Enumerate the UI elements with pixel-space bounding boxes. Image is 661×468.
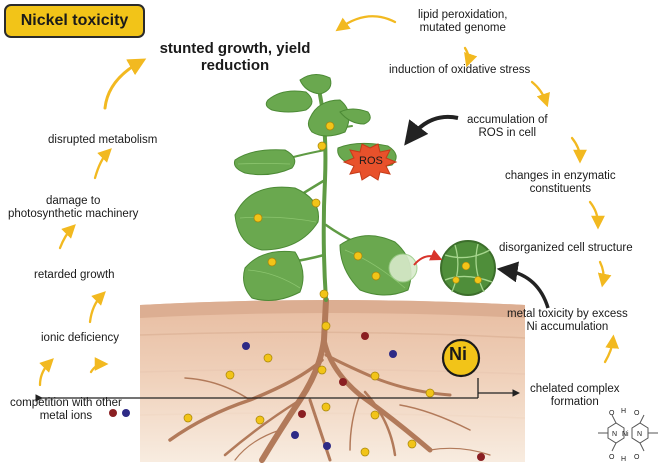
ros-burst	[342, 143, 398, 181]
label-enzymatic-changes: changes in enzymatic constituents	[505, 170, 616, 196]
label-line: photosynthetic machinery	[8, 208, 139, 220]
chelate-atom: O	[609, 454, 615, 461]
label-line: constituents	[529, 183, 591, 195]
chelate-atom: N	[612, 431, 618, 438]
label-lipid-peroxidation: lipid peroxidation, mutated genome	[418, 9, 508, 35]
label-disorganized-cell: disorganized cell structure	[499, 242, 633, 254]
chelate-atom: O	[609, 410, 615, 417]
chelate-structure	[598, 414, 658, 452]
black-arrows	[35, 115, 550, 402]
diagram-title-text: Nickel toxicity	[20, 12, 129, 29]
label-line: accumulation of	[467, 114, 548, 126]
chelate-atom: O	[634, 410, 640, 417]
diagram-title: Nickel toxicity	[4, 4, 145, 38]
other-metal-ions	[109, 332, 485, 461]
label-metal-competition: competition with other metal ions	[10, 397, 122, 423]
label-ros-accumulation: accumulation of ROS in cell	[467, 114, 548, 140]
chelate-atom: H	[621, 456, 627, 463]
cell-zoom-view	[388, 240, 496, 296]
label-metal-toxicity: metal toxicity by excess Ni accumulation	[507, 308, 628, 334]
plant-leaves	[234, 74, 412, 301]
label-line: Ni accumulation	[526, 321, 609, 333]
label-line: chelated complex	[530, 383, 620, 395]
label-line: lipid peroxidation,	[418, 9, 508, 21]
headline-stunted-growth: stunted growth, yield reduction	[159, 40, 311, 74]
chelate-atom: H	[621, 408, 627, 415]
soil-layer	[139, 300, 526, 462]
label-line: metal ions	[39, 410, 93, 422]
label-chelated-complex: chelated complex formation	[530, 383, 620, 409]
leaf-veins	[237, 163, 406, 289]
ni-label: Ni	[449, 344, 467, 364]
label-disrupted-metabolism: disrupted metabolism	[48, 134, 158, 146]
chelate-atom: O	[634, 454, 640, 461]
label-line: changes in enzymatic	[505, 170, 616, 182]
chelate-atom: N	[637, 431, 643, 438]
yellow-chain-arrows	[38, 15, 620, 387]
label-line: formation	[550, 396, 599, 408]
ni-particles	[183, 121, 435, 457]
label-line: ROS in cell	[478, 127, 537, 139]
label-line: damage to	[46, 195, 101, 207]
label-retarded-growth: retarded growth	[34, 269, 115, 281]
label-ionic-deficiency: ionic deficiency	[41, 332, 119, 344]
label-oxidative-stress: induction of oxidative stress	[389, 64, 531, 76]
ros-label: ROS	[359, 155, 383, 167]
ni-circle	[441, 338, 481, 378]
label-line: mutated genome	[419, 22, 506, 34]
label-photosynthetic-damage: damage to photosynthetic machinery	[8, 195, 138, 221]
label-line: metal toxicity by excess	[507, 308, 628, 320]
chelate-atom: Ni	[622, 431, 629, 438]
label-line: competition with other	[10, 397, 122, 409]
